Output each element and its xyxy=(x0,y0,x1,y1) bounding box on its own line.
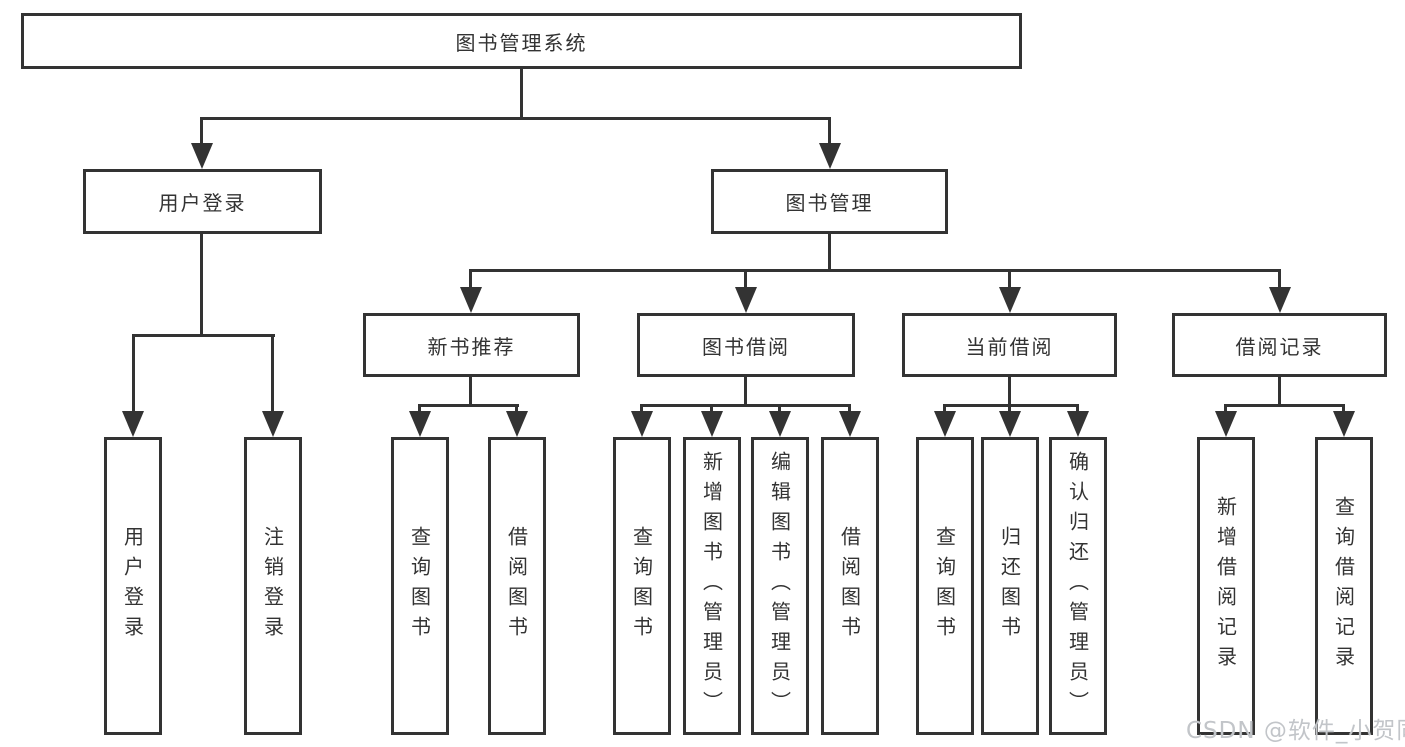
arrow-to-leaf-logout xyxy=(262,411,284,437)
node-current-borrowing: 当前借阅 xyxy=(902,313,1117,377)
node-leaf-query-books-recommend: 查询图书 xyxy=(391,437,449,735)
arrow-to-leaf-add-book-admin xyxy=(701,411,723,437)
edge-user-login-vstem xyxy=(200,234,203,336)
edge-stem-to-user-login xyxy=(200,117,203,147)
arrow-to-book-borrowing xyxy=(735,287,757,313)
edge-book-management-hbar xyxy=(469,269,1281,272)
arrow-to-borrowing-records xyxy=(1269,287,1291,313)
edge-stem-leaf-8 xyxy=(943,404,946,416)
arrow-to-leaf-query-borrow-record xyxy=(1333,411,1355,437)
edge-user-login-hbar xyxy=(132,334,275,337)
arrow-to-leaf-borrow-books-recommend xyxy=(506,411,528,437)
edge-root-hbar xyxy=(200,117,831,120)
node-leaf-query-books-borrowing: 查询图书 xyxy=(613,437,671,735)
edge-stem-to-leaf-user-login xyxy=(132,334,135,414)
edge-stem-leaf-9 xyxy=(1008,404,1011,416)
edge-stem-leaf-10 xyxy=(1076,404,1079,416)
edge-stem-to-borrowing-records xyxy=(1278,269,1281,291)
arrow-to-leaf-user-login xyxy=(122,411,144,437)
arrow-to-leaf-query-books-borrowing xyxy=(631,411,653,437)
arrow-to-leaf-edit-book-admin xyxy=(769,411,791,437)
arrow-to-leaf-add-borrow-record xyxy=(1215,411,1237,437)
arrow-to-leaf-confirm-return-admin xyxy=(1067,411,1089,437)
node-leaf-query-books-current: 查询图书 xyxy=(916,437,974,735)
node-book-borrowing: 图书借阅 xyxy=(637,313,855,377)
node-leaf-user-login: 用户登录 xyxy=(104,437,162,735)
arrow-to-current-borrowing xyxy=(999,287,1021,313)
node-leaf-borrow-books-borrowing: 借阅图书 xyxy=(821,437,879,735)
edge-stem-leaf-12 xyxy=(1342,404,1345,416)
edge-borrowing-records-vstem xyxy=(1278,377,1281,407)
arrow-to-leaf-query-books-current xyxy=(934,411,956,437)
edge-new-book-hbar xyxy=(418,404,519,407)
node-leaf-edit-book-admin: 编辑图书（管理员） xyxy=(751,437,809,735)
arrow-to-leaf-borrow-books-borrowing xyxy=(839,411,861,437)
edge-stem-leaf-4 xyxy=(640,404,643,416)
edge-stem-leaf-11 xyxy=(1224,404,1227,416)
node-borrowing-records: 借阅记录 xyxy=(1172,313,1387,377)
node-leaf-borrow-books-recommend: 借阅图书 xyxy=(488,437,546,735)
edge-stem-to-current-borrowing xyxy=(1008,269,1011,291)
node-leaf-query-borrow-record: 查询借阅记录 xyxy=(1315,437,1373,735)
edge-stem-leaf-3 xyxy=(515,404,518,416)
arrow-to-leaf-query-books-recommend xyxy=(409,411,431,437)
edge-stem-leaf-2 xyxy=(418,404,421,416)
node-book-management: 图书管理 xyxy=(711,169,948,234)
node-new-book-recommendation: 新书推荐 xyxy=(363,313,580,377)
edge-book-borrowing-vstem xyxy=(744,377,747,407)
arrow-to-new-book xyxy=(460,287,482,313)
edge-borrowing-records-hbar xyxy=(1224,404,1345,407)
node-library-system: 图书管理系统 xyxy=(21,13,1022,69)
edge-root-vstem xyxy=(520,69,523,119)
arrow-to-leaf-return-books xyxy=(999,411,1021,437)
node-leaf-logout: 注销登录 xyxy=(244,437,302,735)
node-leaf-return-books: 归还图书 xyxy=(981,437,1039,735)
node-leaf-add-book-admin: 新增图书（管理员） xyxy=(683,437,741,735)
edge-current-borrowing-vstem xyxy=(1008,377,1011,407)
edge-book-management-vstem xyxy=(828,234,831,272)
edge-new-book-vstem xyxy=(469,377,472,407)
arrow-to-book-management xyxy=(819,143,841,169)
edge-stem-leaf-7 xyxy=(848,404,851,416)
arrow-to-user-login xyxy=(191,143,213,169)
edge-current-borrowing-hbar xyxy=(943,404,1079,407)
edge-stem-to-new-book xyxy=(469,269,472,291)
edge-stem-leaf-6 xyxy=(778,404,781,416)
node-leaf-confirm-return-admin: 确认归还（管理员） xyxy=(1049,437,1107,735)
node-leaf-add-borrow-record: 新增借阅记录 xyxy=(1197,437,1255,735)
edge-stem-leaf-5 xyxy=(710,404,713,416)
csdn-watermark: CSDN @软件_小贺同学 xyxy=(1186,718,1405,744)
node-user-login: 用户登录 xyxy=(83,169,322,234)
edge-stem-to-book-borrowing xyxy=(744,269,747,291)
edge-stem-to-book-management xyxy=(828,117,831,147)
edge-stem-to-leaf-logout xyxy=(271,334,274,414)
edge-book-borrowing-hbar xyxy=(640,404,851,407)
